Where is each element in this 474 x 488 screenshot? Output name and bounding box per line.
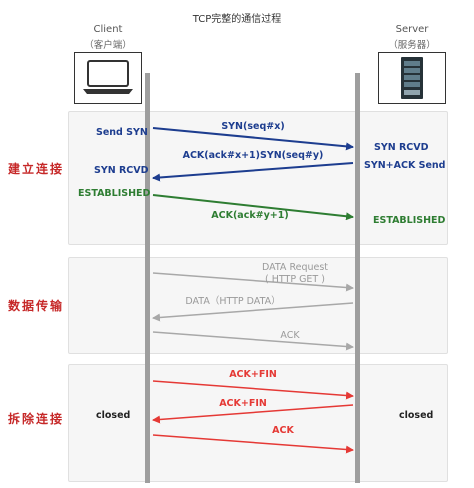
- server-icon-frame: [378, 52, 446, 104]
- arrow-ack-established: [152, 194, 354, 221]
- data-request-sub-label: ( HTTP GET ): [265, 274, 325, 285]
- client-label: Client: [93, 24, 123, 35]
- server-syn-rcvd-label: SYN RCVD: [374, 142, 429, 153]
- data-request-label: DATA Request: [261, 262, 329, 273]
- data-response-label: DATA（HTTP DATA）: [185, 296, 281, 307]
- phase-label-transfer: 数据传输: [8, 299, 65, 313]
- panel-close: [68, 364, 448, 482]
- server-rack-icon: [401, 57, 423, 99]
- ack-y-label: ACK(ack#y+1): [211, 210, 289, 221]
- arrow-data-request: [152, 272, 354, 292]
- phase-label-establish: 建立连接: [8, 162, 65, 176]
- ack-fin-label-1: ACK+FIN: [229, 369, 277, 380]
- arrow-syn-ack: [152, 162, 354, 182]
- send-syn-label: Send SYN: [96, 127, 148, 138]
- arrow-data-ack: [152, 331, 354, 351]
- arrow-fin-1: [152, 380, 354, 400]
- arrow-final-ack: [152, 434, 354, 454]
- client-syn-rcvd-label: SYN RCVD: [94, 165, 149, 176]
- client-sublabel: （客户端）: [84, 40, 132, 51]
- arrow-syn: [152, 127, 354, 151]
- phase-label-close: 拆除连接: [8, 412, 65, 426]
- syn-seq-label: SYN(seq#x): [221, 121, 285, 132]
- arrow-fin-2: [152, 404, 354, 424]
- diagram-title: TCP完整的通信过程: [192, 14, 282, 25]
- close-ack-label: ACK: [272, 425, 294, 436]
- server-established-label: ESTABLISHED: [373, 215, 446, 226]
- panel-establish: [68, 111, 448, 245]
- ack-fin-label-2: ACK+FIN: [219, 398, 267, 409]
- laptop-icon: [83, 60, 133, 94]
- server-label: Server: [395, 24, 429, 35]
- client-icon-frame: [74, 52, 142, 104]
- server-closed-label: closed: [399, 410, 434, 421]
- arrow-data-response: [152, 302, 354, 322]
- client-closed-label: closed: [96, 410, 131, 421]
- transfer-ack-label: ACK: [280, 330, 300, 341]
- syn-ack-send-label: SYN+ACK Send: [364, 160, 446, 171]
- client-timeline: [145, 73, 150, 483]
- panel-transfer: [68, 257, 448, 354]
- server-sublabel: （服务器）: [388, 40, 436, 51]
- ack-syn-label: ACK(ack#x+1)SYN(seq#y): [182, 150, 324, 161]
- server-timeline: [355, 73, 360, 483]
- client-established-label: ESTABLISHED: [78, 188, 151, 199]
